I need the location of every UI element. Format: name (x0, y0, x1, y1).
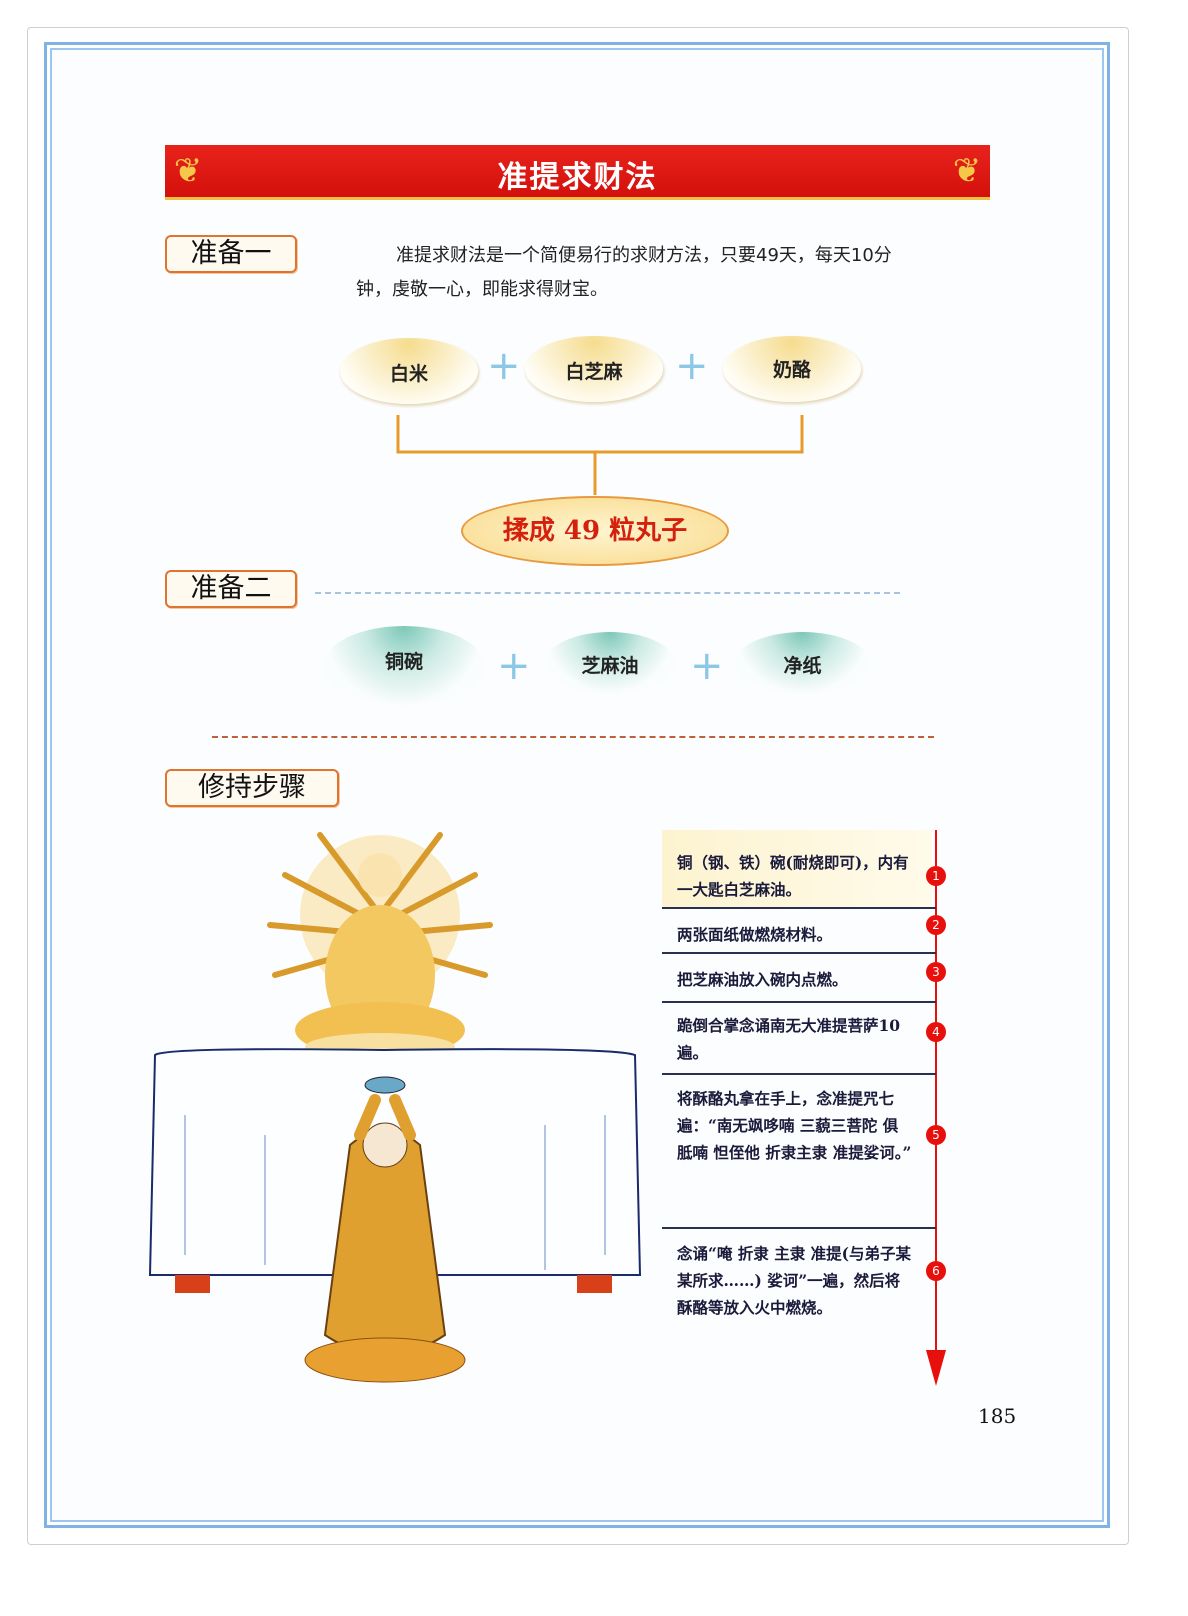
arrow-down-icon (926, 1350, 946, 1386)
step-text: 两张面纸做燃烧材料。 (677, 925, 833, 944)
step-number: 5 (926, 1125, 946, 1145)
step-divider (662, 952, 936, 954)
page-title: 准提求财法 (497, 160, 658, 195)
step-text: 将酥酪丸拿在手上，念准提咒七遍：“南无飒哆喃 三藐三菩陀 俱胝喃 怛侄他 折隶主… (677, 1089, 912, 1162)
divider (315, 592, 900, 594)
step-number: 3 (926, 962, 946, 982)
step-number: 2 (926, 915, 946, 935)
plus-icon: + (675, 343, 709, 389)
step-text: 念诵“唵 折隶 主隶 准提(与弟子某某所求……) 娑诃”一遍，然后将酥酪等放入火… (677, 1244, 911, 1317)
step-text: 把芝麻油放入碗内点燃。 (677, 970, 848, 989)
scroll-ornament-icon: ❦ (173, 151, 203, 191)
timeline-line (935, 830, 937, 1360)
step-divider (662, 1073, 936, 1075)
plus-icon: + (497, 643, 531, 689)
result-pills: 揉成 49 粒丸子 (461, 496, 729, 566)
step-text: 铜（钢、铁）碗(耐烧即可)，内有一大匙白芝麻油。 (677, 853, 909, 899)
illustration-bodhisattva-altar (148, 832, 642, 1383)
combine-bracket (396, 415, 804, 495)
step-divider (662, 907, 936, 909)
item-sesame-oil: 芝麻油 (545, 632, 675, 694)
intro-text-line2: 钟，虔敬一心，即能求得财宝。 (356, 279, 608, 300)
section-label-prep1: 准备一 (165, 235, 297, 273)
step-text: 跪倒合掌念诵南无大准提菩萨10遍。 (677, 1016, 901, 1062)
page-number: 185 (978, 1404, 1017, 1428)
page-outer-border (27, 27, 1129, 1545)
section-label-steps: 修持步骤 (165, 769, 339, 807)
step-highlight (662, 830, 932, 908)
divider (212, 736, 934, 738)
plus-icon: + (690, 643, 724, 689)
step-divider (662, 1001, 936, 1003)
step-number: 6 (926, 1261, 946, 1281)
item-copper-bowl: 铜碗 (323, 626, 485, 706)
ingredient-sesame: 白芝麻 (525, 336, 663, 402)
step-number: 1 (926, 866, 946, 886)
ingredient-cheese: 奶酪 (723, 336, 861, 402)
step-divider (662, 1227, 936, 1229)
item-clean-paper: 净纸 (735, 632, 870, 694)
scroll-ornament-icon: ❦ (952, 151, 982, 191)
plus-icon: + (487, 343, 521, 389)
title-banner: ❦ 准提求财法 ❦ (165, 145, 990, 200)
ingredient-rice: 白米 (340, 338, 478, 404)
section-label-prep2: 准备二 (165, 570, 297, 608)
step-number: 4 (926, 1022, 946, 1042)
intro-text-line1: 准提求财法是一个简便易行的求财方法，只要49天，每天10分 (396, 245, 892, 266)
